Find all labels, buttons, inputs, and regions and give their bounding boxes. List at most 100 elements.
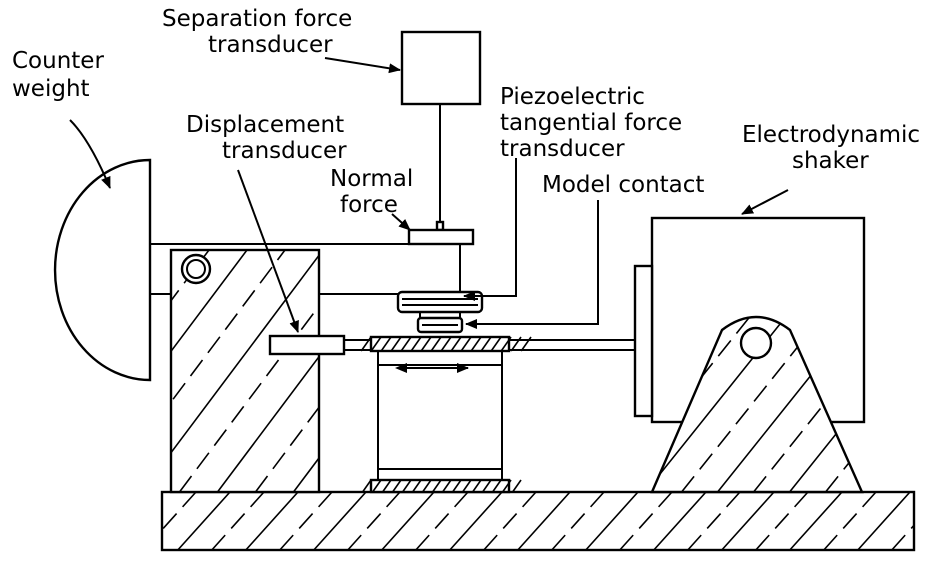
leader-displacement — [237, 169, 299, 333]
leader-separation-force — [324, 57, 401, 74]
hatch-line — [461, 479, 472, 493]
hatch-line — [450, 336, 462, 352]
hatch-line — [898, 304, 936, 492]
separation-force-transducer — [400, 30, 482, 232]
hatch-line — [680, 317, 833, 492]
hatch-line — [162, 492, 163, 494]
hatch-line — [332, 250, 514, 492]
hatch-line — [162, 492, 197, 531]
hatch-line — [480, 336, 492, 352]
hatch-line — [470, 336, 482, 352]
hatch-line — [860, 317, 862, 492]
leader-piezoelectric — [463, 158, 517, 301]
hatch-line — [441, 479, 452, 493]
hatch-line — [823, 492, 877, 550]
hatch-line — [171, 250, 286, 404]
hatch-line — [279, 492, 333, 550]
hatch-line — [517, 492, 571, 550]
hatch-line — [410, 336, 422, 352]
hatch-line — [292, 456, 319, 492]
hatch-line — [211, 492, 265, 550]
pivot-inner-ring — [186, 259, 206, 279]
hatch-line — [471, 479, 482, 493]
label-separation-force-transducer: Separation force transducer — [162, 6, 360, 58]
hatch-line — [652, 317, 653, 492]
table-support-column — [377, 351, 503, 480]
hatch-line — [371, 479, 382, 493]
hatch-line — [551, 492, 605, 550]
model-contact-specimen — [416, 316, 464, 334]
hatch-line — [451, 479, 462, 493]
leader-counter-weight — [69, 119, 111, 189]
hatch-line — [245, 492, 299, 550]
trunnion-pivot — [739, 326, 773, 360]
hatch-line — [216, 355, 319, 492]
hatch-line — [178, 304, 319, 492]
hatch-line — [446, 250, 628, 492]
hatch-line — [421, 479, 432, 493]
base-plate — [160, 490, 936, 552]
labels: Counter weight Separation force transduc… — [12, 6, 920, 218]
piezoelectric-transducer-stack — [396, 290, 484, 318]
hatch-line — [370, 336, 382, 352]
base-hatch — [162, 492, 936, 550]
push-rod — [509, 339, 635, 351]
hatch-line — [440, 336, 452, 352]
electrodynamic-shaker — [633, 216, 936, 494]
leader-normal-force — [391, 213, 411, 231]
hatch-line — [687, 492, 741, 550]
hatch-line — [721, 492, 775, 550]
label-displacement-transducer: Displacement transducer — [186, 112, 351, 164]
hatch-line — [857, 492, 911, 550]
leader-lines — [69, 57, 789, 333]
hatch-line — [652, 317, 797, 492]
hatch-line — [391, 479, 402, 493]
label-piezoelectric-transducer: Piezoelectric tangential force transduce… — [500, 84, 689, 162]
label-normal-force: Normal force — [330, 166, 421, 218]
left-support-block — [169, 248, 628, 494]
hatch-line — [619, 492, 673, 550]
normal-force-pad — [407, 228, 475, 246]
hatch-line — [380, 336, 392, 352]
hatch-line — [381, 479, 392, 493]
hatch-line — [511, 479, 522, 493]
hatch-line — [449, 492, 503, 550]
hatch-line — [400, 336, 412, 352]
hatch-line — [361, 479, 372, 493]
label-counter-weight: Counter weight — [12, 48, 111, 102]
leader-model-contact — [465, 200, 599, 329]
hatch-line — [789, 492, 843, 550]
hatch-line — [431, 479, 442, 493]
block-hatch — [171, 250, 628, 492]
hatch-line — [415, 492, 469, 550]
hatch-line — [653, 492, 707, 550]
shaker-trunnion — [650, 315, 864, 494]
hatch-line — [347, 492, 401, 550]
label-model-contact: Model contact — [542, 172, 704, 198]
hatch-line — [430, 336, 442, 352]
hatch-line — [171, 254, 319, 454]
hatch-line — [381, 492, 435, 550]
hatch-line — [490, 336, 502, 352]
foot-hatch — [361, 479, 522, 493]
hatch-line — [408, 250, 590, 492]
hatch-line — [411, 479, 422, 493]
hatch-line — [585, 492, 639, 550]
hatch-line — [483, 492, 537, 550]
hatch-line — [420, 336, 432, 352]
hatch-line — [401, 479, 412, 493]
hatch-line — [788, 317, 862, 492]
hatch-line — [491, 479, 502, 493]
hatch-line — [755, 492, 809, 550]
hatch-line — [891, 524, 914, 550]
hatch-line — [313, 492, 367, 550]
hatch-line — [926, 492, 936, 550]
counter-weight — [53, 158, 152, 382]
hatch-line — [171, 250, 248, 353]
hatch-line — [481, 479, 492, 493]
hatch-line — [501, 479, 512, 493]
hatch-line — [177, 492, 231, 550]
displacement-transducer — [268, 334, 371, 356]
hatch-line — [460, 336, 472, 352]
